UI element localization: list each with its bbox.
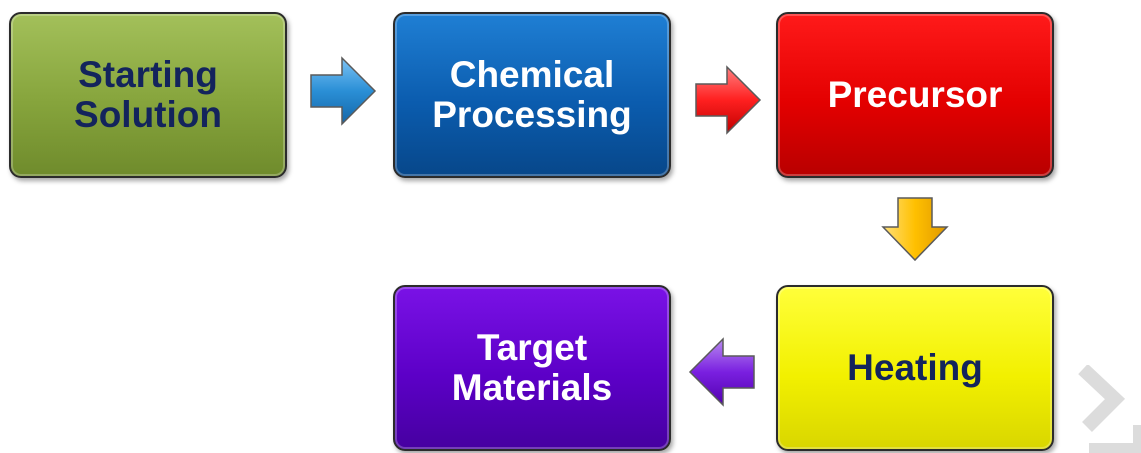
node-target-materials: Target Materials xyxy=(393,285,671,451)
node-chemical-processing-label: Chemical Processing xyxy=(432,54,632,135)
arrow-right-icon xyxy=(695,65,762,135)
node-starting-solution-label: Starting Solution xyxy=(74,54,222,135)
node-precursor-label: Precursor xyxy=(827,74,1003,115)
node-precursor: Precursor xyxy=(776,12,1054,178)
node-heating-label: Heating xyxy=(847,347,983,388)
node-target-materials-label: Target Materials xyxy=(451,327,613,408)
node-heating: Heating xyxy=(776,285,1054,451)
node-starting-solution: Starting Solution xyxy=(9,12,287,178)
arrow-right-icon xyxy=(310,56,377,126)
watermark-logo-icon xyxy=(1078,365,1141,453)
arrow-left-icon xyxy=(688,337,755,407)
arrow-down-icon xyxy=(881,197,949,262)
node-chemical-processing: Chemical Processing xyxy=(393,12,671,178)
